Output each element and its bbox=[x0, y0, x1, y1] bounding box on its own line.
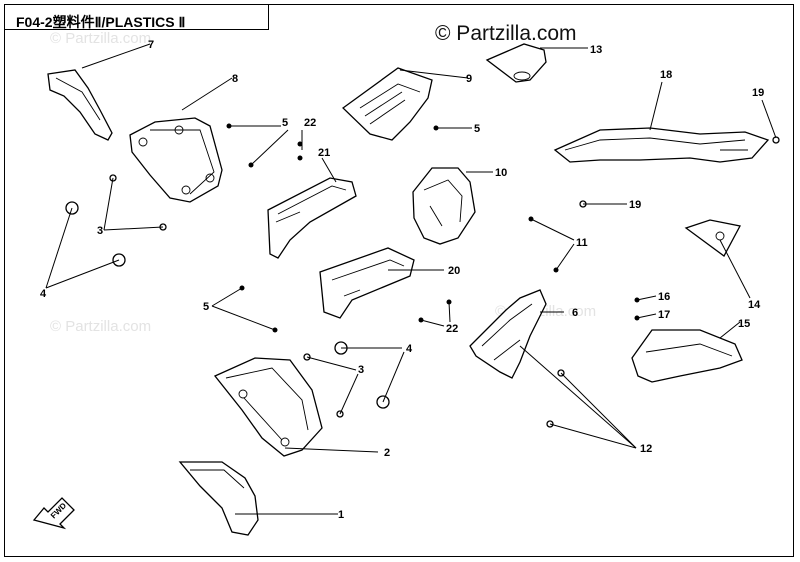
callout-21: 21 bbox=[318, 147, 330, 159]
callout-10: 10 bbox=[495, 167, 507, 179]
page-title: F04-2塑料件Ⅱ/PLASTICS Ⅱ bbox=[16, 14, 186, 30]
watermark-faint: © Partzilla.com bbox=[50, 318, 152, 335]
part-2-panel bbox=[213, 357, 323, 457]
part-9-panel bbox=[341, 67, 433, 141]
callout-2: 2 bbox=[384, 447, 390, 459]
callout-5: 5 bbox=[474, 123, 480, 135]
callout-16: 16 bbox=[658, 291, 670, 303]
part-14-bracket bbox=[684, 219, 741, 257]
callout-15: 15 bbox=[738, 318, 750, 330]
part-1-panel bbox=[178, 461, 259, 536]
callout-18: 18 bbox=[660, 69, 672, 81]
callout-12: 12 bbox=[640, 443, 652, 455]
callout-5: 5 bbox=[282, 117, 288, 129]
callout-22: 22 bbox=[446, 323, 458, 335]
callout-3: 3 bbox=[97, 225, 103, 237]
callout-6: 6 bbox=[572, 307, 578, 319]
callout-13: 13 bbox=[590, 44, 602, 56]
diagram-frame bbox=[4, 4, 794, 557]
callout-1: 1 bbox=[338, 509, 344, 521]
part-18-cover bbox=[553, 127, 770, 163]
part-21-panel bbox=[267, 177, 357, 259]
watermark-faint: © Partzilla.com bbox=[50, 30, 152, 47]
callout-4: 4 bbox=[406, 343, 413, 355]
part-15-cover bbox=[631, 329, 743, 383]
leader-lines bbox=[45, 43, 777, 515]
part-13-bracket bbox=[485, 43, 547, 83]
part-20-panel bbox=[319, 247, 415, 319]
fwd-arrow: FWD bbox=[32, 497, 75, 530]
part-8-panel bbox=[129, 117, 223, 203]
callout-19: 19 bbox=[752, 87, 764, 99]
callout-numbers: 1 2 3 3 4 4 5 5 5 6 7 8 9 10 11 12 13 14… bbox=[40, 39, 764, 521]
title-box: F04-2塑料件Ⅱ/PLASTICS Ⅱ bbox=[4, 4, 269, 30]
callout-7: 7 bbox=[148, 39, 154, 51]
part-7-bracket bbox=[47, 69, 113, 141]
callout-8: 8 bbox=[232, 73, 238, 85]
callout-17: 17 bbox=[658, 309, 670, 321]
callout-20: 20 bbox=[448, 265, 460, 277]
part-10-housing bbox=[412, 167, 476, 245]
callout-4: 4 bbox=[40, 288, 47, 300]
callout-9: 9 bbox=[466, 73, 472, 85]
callout-11: 11 bbox=[576, 237, 588, 249]
callout-14: 14 bbox=[748, 299, 761, 311]
callout-22: 22 bbox=[304, 117, 316, 129]
callout-5: 5 bbox=[203, 301, 209, 313]
callout-3: 3 bbox=[358, 364, 364, 376]
part-6-bracket bbox=[469, 289, 547, 379]
watermark-main: © Partzilla.com bbox=[435, 22, 577, 45]
callout-19: 19 bbox=[629, 199, 641, 211]
